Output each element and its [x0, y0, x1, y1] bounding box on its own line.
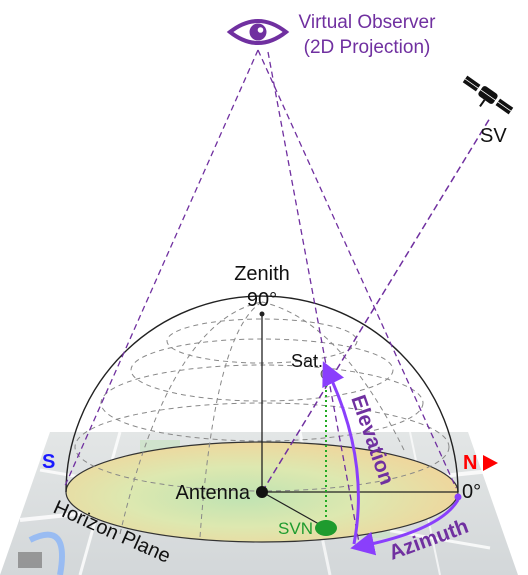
- svn-marker: [315, 520, 337, 536]
- zenith-point: [259, 311, 265, 317]
- north-label: N: [463, 452, 477, 474]
- eye-icon: [226, 19, 290, 45]
- satellite-line-of-sight: [261, 117, 491, 493]
- antenna-label: Antenna: [175, 482, 250, 504]
- zenith-label: Zenith: [234, 263, 290, 285]
- sat-label: Sat.: [291, 351, 323, 371]
- south-label: S: [42, 451, 55, 473]
- azimuth-start-point: [454, 493, 462, 501]
- svn-label: SVN: [278, 519, 313, 538]
- observer-title: Virtual Observer: [299, 12, 437, 33]
- zero-degree-label: 0°: [462, 481, 481, 503]
- antenna-to-svn-line: [261, 491, 327, 529]
- north-arrow-icon: [483, 455, 498, 471]
- observer-subtitle: (2D Projection): [304, 37, 431, 58]
- elevation-arc: [322, 361, 360, 545]
- satellite-label: SV: [480, 125, 507, 147]
- zenith-angle-label: 90°: [247, 289, 277, 311]
- antenna-point: [256, 486, 268, 498]
- azimuth-meridians: [119, 301, 405, 538]
- dome-outline: [65, 295, 459, 493]
- observer-projection-lines: [63, 49, 457, 549]
- azimuth-arc: [350, 499, 460, 556]
- map-thumbnail: [18, 552, 42, 568]
- satellite-icon: [462, 75, 514, 115]
